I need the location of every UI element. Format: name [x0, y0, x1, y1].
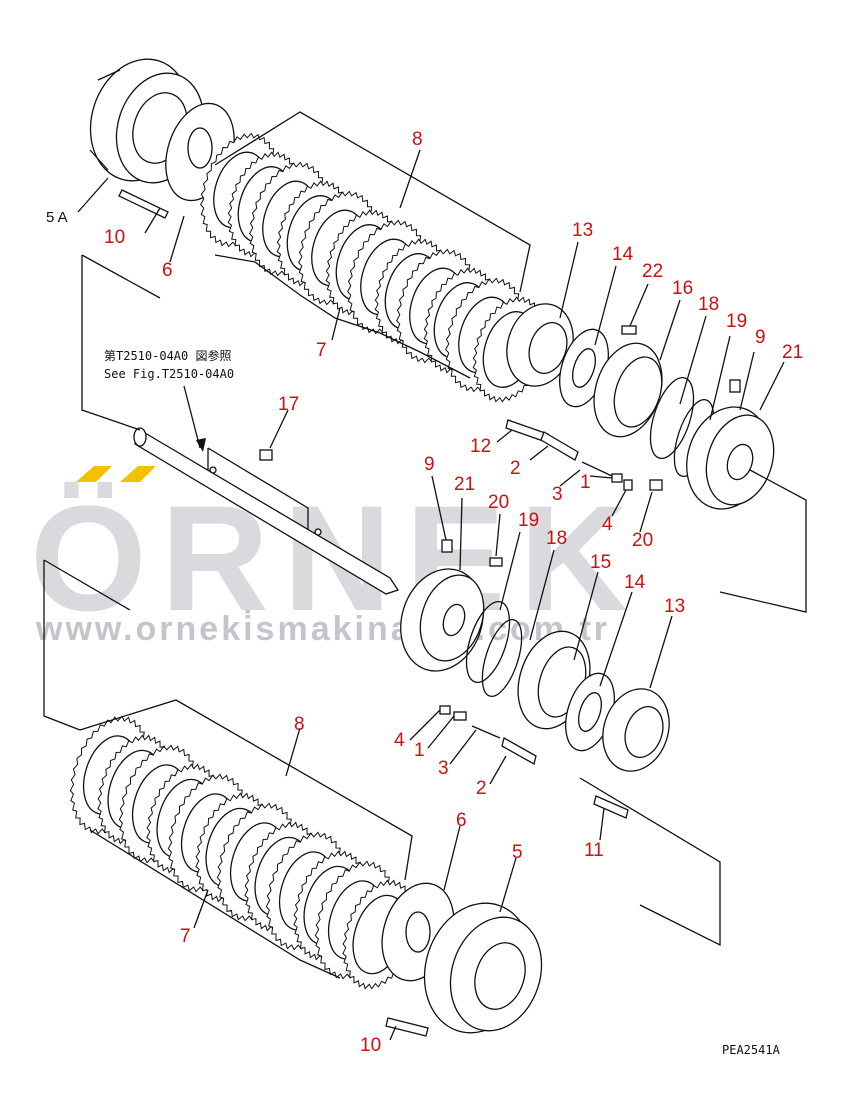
watermark-url: www.orneki̇smakinalari.com.tr — [35, 610, 610, 648]
gear-13-top — [506, 303, 574, 387]
disc-stack-lower-bracket — [79, 699, 413, 979]
spring-3-mid — [471, 725, 501, 739]
piston-16 — [593, 342, 663, 438]
disc-stack-lower — [69, 715, 417, 990]
callout-14-mid: 14 — [624, 572, 646, 593]
leader-lines — [77, 149, 785, 1041]
callout-3-mid: 3 — [438, 758, 449, 779]
callout-16: 16 — [672, 278, 693, 299]
bolt-10-top — [118, 189, 169, 219]
callout-2-mid: 2 — [476, 778, 487, 799]
callout-19-mid: 19 — [518, 510, 539, 531]
drum-5 — [423, 902, 543, 1034]
plate-14-mid-hole — [578, 692, 602, 732]
callout-1-mid: 1 — [414, 740, 425, 761]
plug-9-mid — [441, 539, 453, 553]
callout-10-bot: 10 — [360, 1035, 381, 1056]
frame-line-right — [579, 469, 807, 947]
screw-22 — [621, 325, 637, 335]
callout-1-top: 1 — [580, 472, 591, 493]
reference-note-english: See Fig.T2510-04A0 — [104, 367, 234, 381]
callout-13-top: 13 — [572, 220, 593, 241]
callout-2-top: 2 — [510, 458, 521, 479]
callout-21-top: 21 — [782, 342, 803, 363]
callout-13-mid: 13 — [664, 596, 685, 617]
callout-6-bot: 6 — [456, 810, 467, 831]
hub-21-mid — [400, 568, 485, 672]
hub-21-top — [686, 406, 775, 510]
callout-9-top: 9 — [755, 327, 766, 348]
bolt-10-bot — [385, 1017, 429, 1037]
callout-20-mid: 20 — [488, 492, 509, 513]
callout-19-top: 19 — [726, 311, 747, 332]
plate-6-bot-hole — [405, 911, 431, 953]
callout-20-right: 20 — [632, 530, 653, 551]
pin-2-mid — [501, 737, 537, 765]
disc-stack-upper — [200, 132, 547, 403]
spring-11 — [593, 795, 629, 819]
callout-6-top: 6 — [162, 260, 173, 281]
ring-18-mid — [481, 618, 523, 698]
gear-13-mid — [602, 688, 670, 772]
callout-18-top: 18 — [698, 294, 719, 315]
plate-14-top-hole — [572, 348, 596, 388]
callout-10-top: 10 — [104, 227, 125, 248]
callout-14-top: 14 — [612, 244, 634, 265]
callout-4-mid: 4 — [394, 730, 405, 751]
drawing-code: PEA2541A — [722, 1043, 781, 1057]
pin-2-top — [540, 431, 579, 461]
callout-3-top: 3 — [552, 484, 563, 505]
plug-4-top — [623, 479, 633, 491]
callout-4-top: 4 — [602, 514, 613, 535]
plug-9-top — [729, 379, 741, 393]
callout-9-mid: 9 — [424, 454, 435, 475]
callout-22: 22 — [642, 261, 663, 282]
callout-17: 17 — [278, 394, 299, 415]
reference-arrow-head — [196, 438, 206, 452]
pin-20-mid — [489, 557, 503, 567]
ring-18-top — [649, 377, 695, 459]
upper-assembly — [89, 58, 775, 595]
callout-5: 5 — [512, 842, 523, 863]
ball-1-mid — [453, 711, 467, 721]
frame-line-left — [43, 254, 161, 731]
pin-20-right — [649, 479, 663, 491]
callout-12: 12 — [470, 436, 491, 457]
callout-11: 11 — [584, 840, 604, 861]
callout-7-top: 7 — [316, 340, 327, 361]
callout-15: 15 — [590, 552, 611, 573]
reference-note-japanese: 第T2510-04A0 図参照 — [104, 348, 231, 363]
reference-arrow — [183, 385, 201, 449]
callout-21-mid: 21 — [454, 474, 475, 495]
callout-8-bot: 8 — [294, 714, 305, 735]
plug-17 — [259, 449, 273, 461]
callouts: 5 A 10 6 8 7 13 14 22 16 18 19 9 21 17 1… — [46, 129, 803, 1056]
callout-5a: 5 A — [46, 209, 68, 226]
shaft-bracket — [207, 447, 309, 530]
plate-6-top-hole — [187, 127, 213, 169]
shaft — [133, 427, 400, 595]
lower-assembly — [69, 539, 670, 1037]
ring-19-mid — [465, 601, 511, 683]
watermark-accent-left — [76, 466, 112, 482]
ball-1-top — [611, 473, 623, 483]
callout-7-bot: 7 — [180, 926, 191, 947]
spring-3-top — [581, 461, 613, 477]
disc-stack-upper-bracket — [214, 111, 531, 379]
watermark-accent-right — [120, 466, 156, 482]
callout-8-top: 8 — [412, 129, 423, 150]
plug-4-mid — [439, 705, 451, 715]
callout-18-mid: 18 — [546, 528, 567, 549]
